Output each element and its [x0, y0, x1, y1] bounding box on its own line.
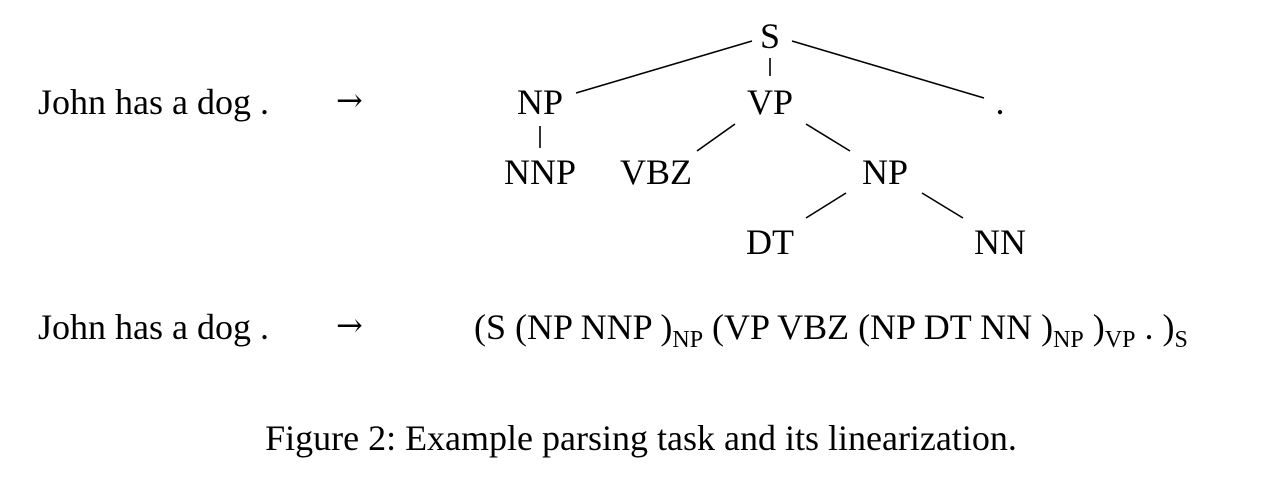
- linearization: (S (NP NNP )NP (VP VBZ (NP DT NN )NP )VP…: [474, 307, 1188, 352]
- tree-node-np-subject: NP: [516, 82, 564, 122]
- edge-s-period: [791, 40, 985, 99]
- tree-node-vbz: VBZ: [620, 152, 692, 192]
- tree-node-dt: DT: [746, 222, 794, 262]
- linearization-sub-np-2: NP: [1053, 327, 1084, 353]
- tree-node-period: .: [995, 82, 1005, 122]
- edge-s-np: [575, 40, 753, 94]
- linearization-part-4: . ): [1135, 307, 1175, 347]
- linearization-part-2: (VP VBZ (NP DT NN ): [703, 307, 1054, 347]
- row1-sentence: John has a dog .: [38, 82, 269, 122]
- linearization-sub-np-1: NP: [672, 327, 704, 353]
- parse-tree-edges: [539, 40, 985, 219]
- edge-np-dt: [805, 192, 847, 219]
- linearization-sub-s: S: [1174, 327, 1188, 353]
- row1-arrow-icon: →: [336, 81, 363, 119]
- tree-node-nn: NN: [974, 222, 1026, 262]
- edge-np-nn: [921, 192, 964, 219]
- row2-sentence: John has a dog .: [38, 307, 269, 347]
- linearization-sub-vp: VP: [1104, 327, 1136, 353]
- tree-node-nnp: NNP: [503, 152, 577, 192]
- row2-arrow-icon: →: [336, 306, 363, 344]
- edge-vp-np: [805, 123, 851, 152]
- linearization-part-3: ): [1083, 307, 1105, 347]
- tree-node-vp: VP: [746, 82, 794, 122]
- tree-node-s: S: [759, 16, 781, 56]
- tree-node-np-object: NP: [861, 152, 909, 192]
- figure-caption: Figure 2: Example parsing task and its l…: [265, 418, 1017, 458]
- linearization-part-1: (S (NP NNP ): [474, 307, 673, 347]
- edge-vp-vbz: [696, 123, 736, 152]
